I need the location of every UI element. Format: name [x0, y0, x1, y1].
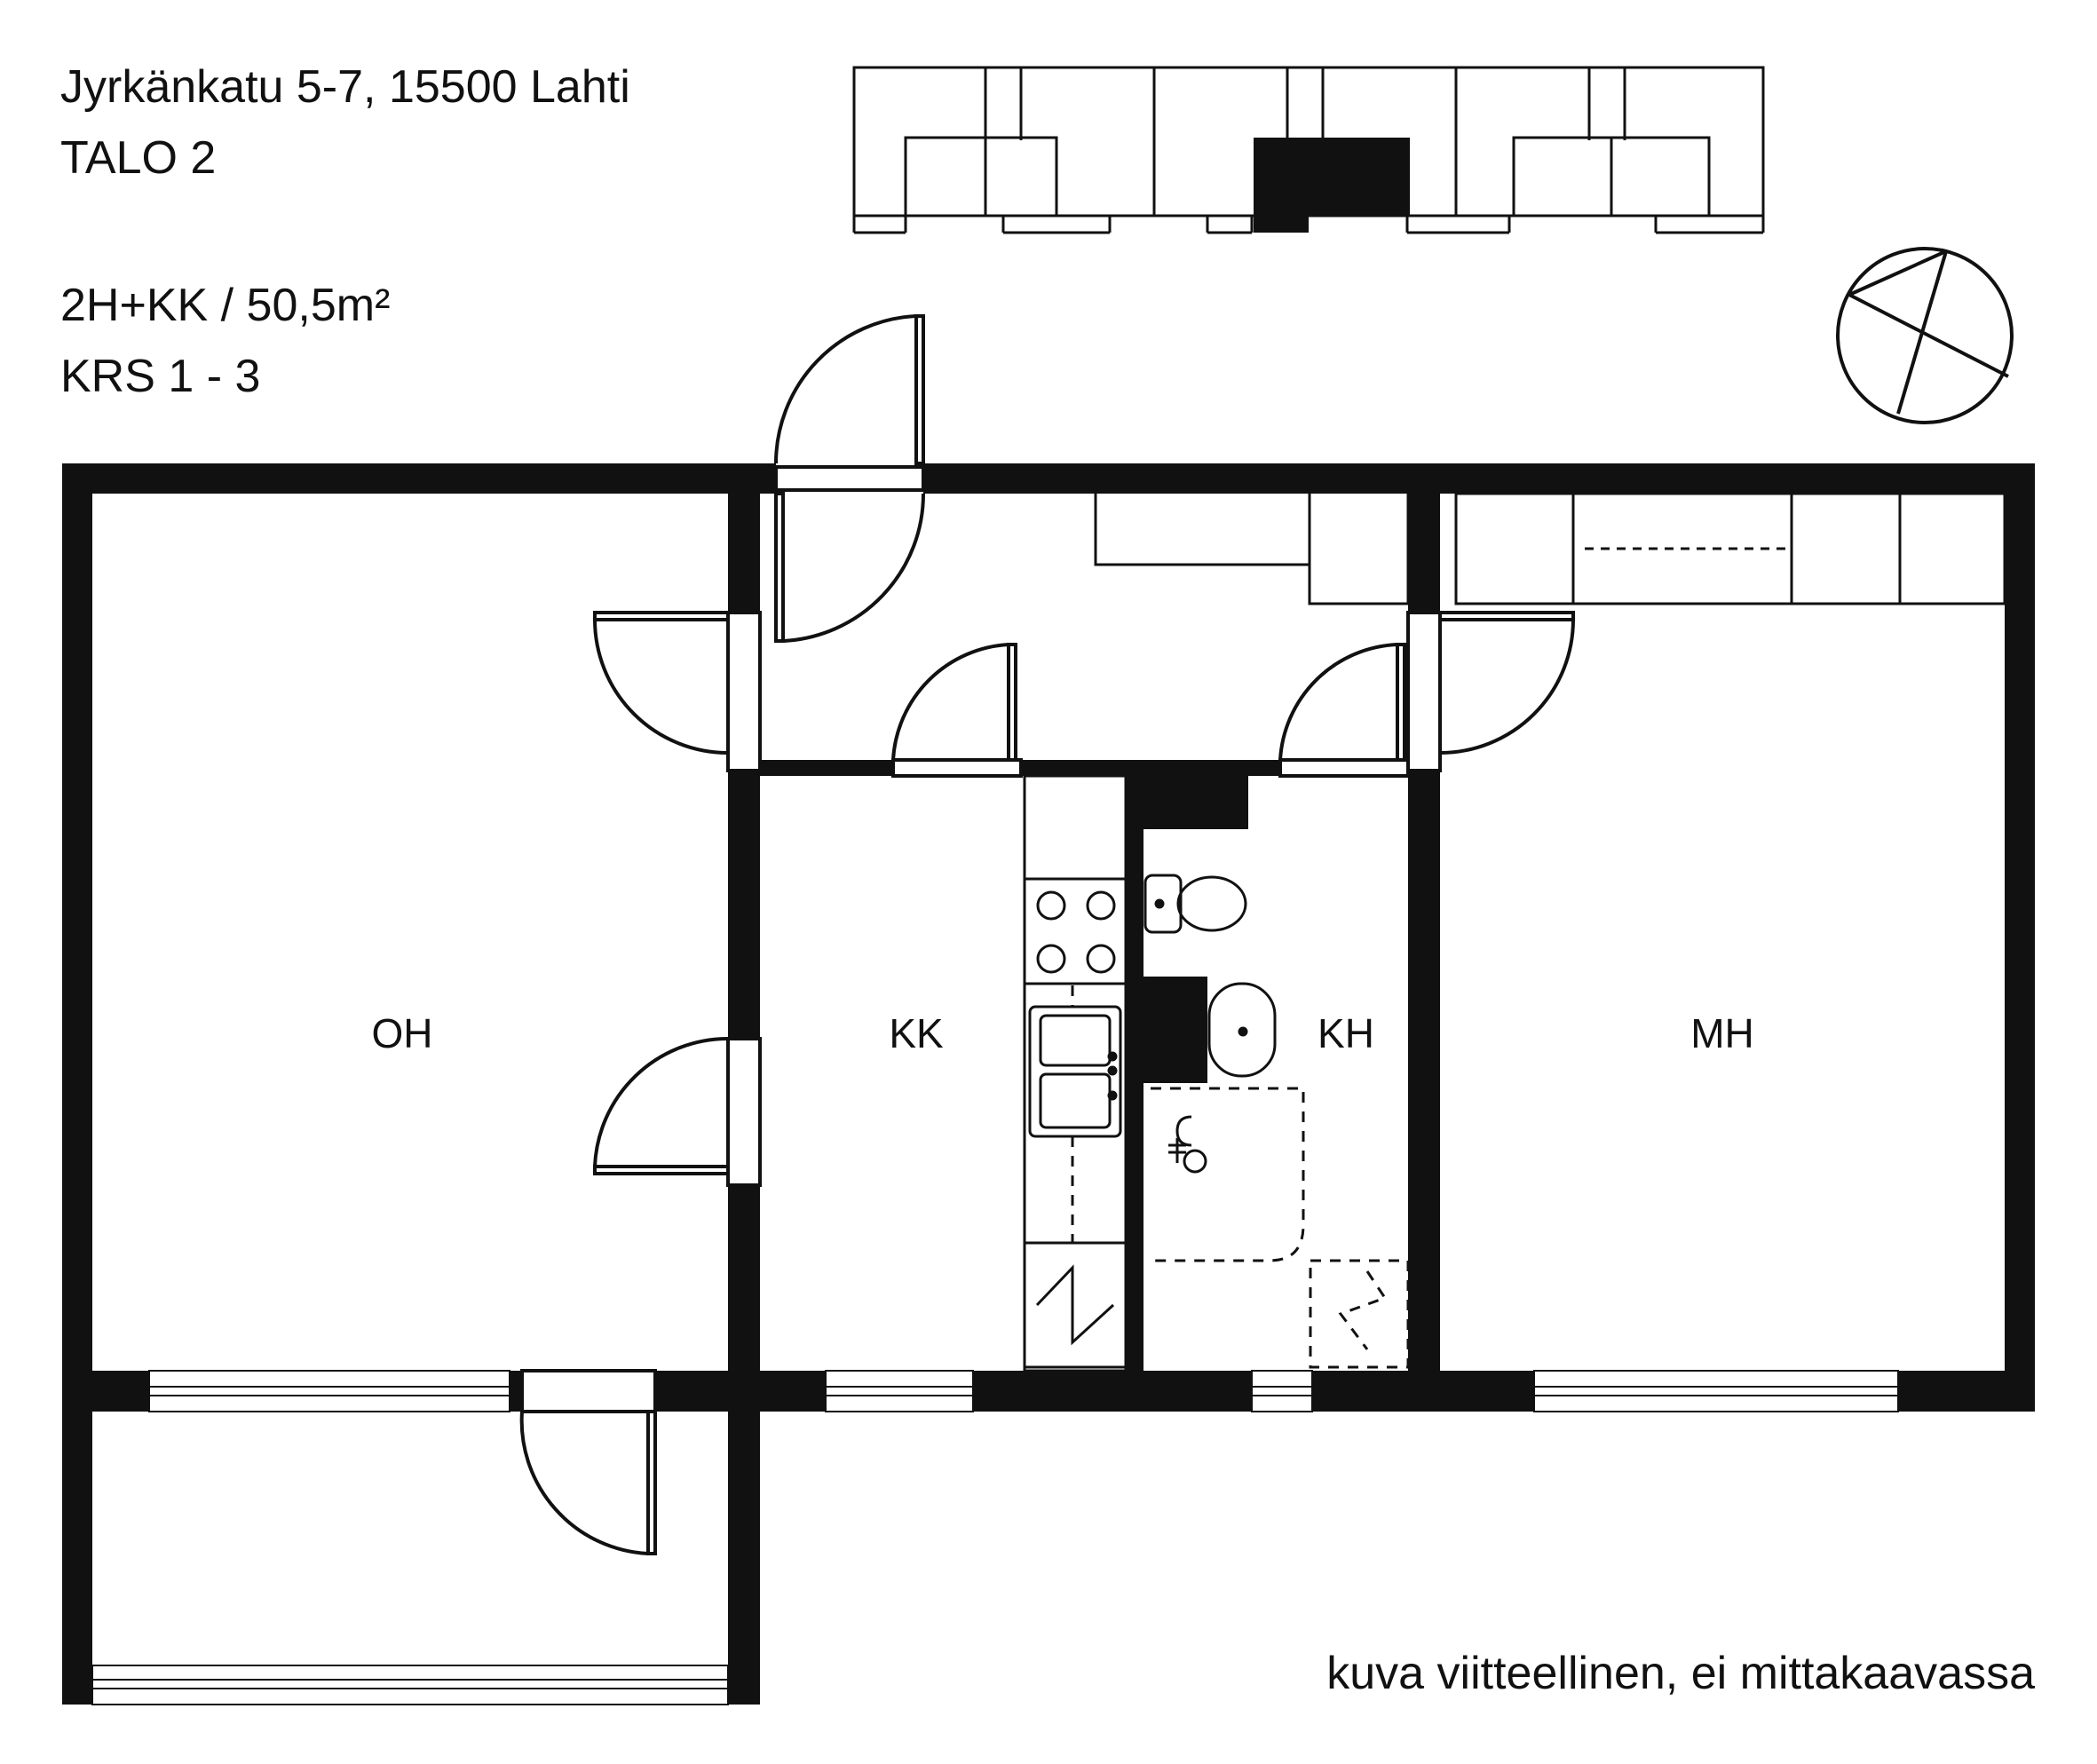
- floors-text: KRS 1 - 3: [60, 351, 261, 402]
- north-arrow-icon: [1836, 247, 2014, 424]
- apartment-type-text: 2H+KK / 50,5m²: [60, 280, 391, 331]
- windows: [91, 1370, 1899, 1705]
- stove-icon: [1023, 877, 1128, 985]
- doors: [519, 314, 1575, 1555]
- walls: [62, 463, 2035, 1705]
- mh-wardrobes: [1454, 492, 2006, 605]
- room-label-mh: MH: [1690, 1010, 1754, 1056]
- fridge-icon: [1023, 1241, 1128, 1369]
- washing-machine-icon: [1309, 1259, 1410, 1369]
- apartment-marker: [1254, 138, 1410, 233]
- hall-cabinets: [1094, 494, 1410, 605]
- address-text: Jyrkänkatu 5-7, 15500 Lahti: [60, 61, 630, 113]
- disclaimer-note: kuva viitteellinen, ei mittakaavassa: [1326, 1648, 2035, 1699]
- room-label-kk: KK: [889, 1010, 944, 1056]
- washbasin-icon: [1207, 982, 1277, 1078]
- room-label-oh: OH: [372, 1010, 433, 1056]
- shaft-block: [1126, 776, 1248, 829]
- balcony-door-frame: [520, 1369, 657, 1413]
- kitchen-sink-icon: [1028, 1005, 1122, 1138]
- room-label-kh: KH: [1318, 1010, 1374, 1056]
- shower-area: [1151, 1087, 1305, 1262]
- shaft-block-2: [1126, 977, 1207, 1083]
- building-text: TALO 2: [60, 132, 217, 184]
- toilet-icon: [1143, 874, 1247, 934]
